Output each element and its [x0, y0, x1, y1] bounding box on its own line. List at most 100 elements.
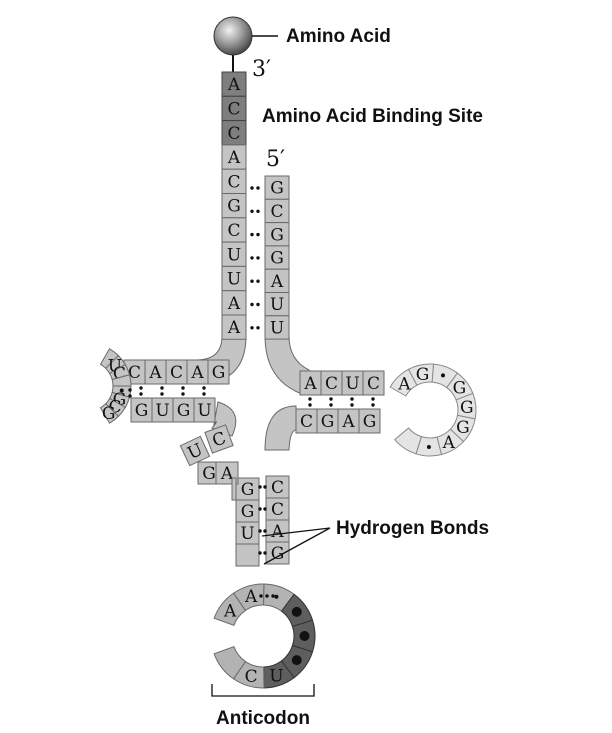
- hbond-dot: [350, 397, 354, 401]
- variable-region-base-letter: G: [202, 464, 216, 484]
- hbond-dot: [202, 386, 206, 390]
- variable-region-join: [231, 477, 237, 501]
- acceptor-3prime-base-letter: U: [227, 270, 241, 290]
- acceptor-5prime-base: C: [264, 198, 290, 224]
- t-arm-top-base-letter: U: [345, 374, 359, 394]
- hbond-dot: [329, 403, 333, 407]
- variable-region-base-letter: C: [210, 428, 229, 451]
- t-arm-bottom-base: C: [295, 408, 318, 434]
- anticodon-stem-right-base: C: [265, 475, 290, 499]
- d-arm-top-base-letter: G: [212, 363, 226, 383]
- hbond-dot: [250, 209, 254, 213]
- acceptor-5prime-base: G: [264, 175, 290, 200]
- amino-acid-group: Amino Acid: [213, 16, 391, 72]
- anticodon-stem-left-base: G: [235, 477, 260, 501]
- binding-site-label: Amino Acid Binding Site: [262, 106, 483, 127]
- hbond-dot: [271, 594, 275, 598]
- t-arm-top-base: C: [362, 370, 385, 396]
- d-arm-bottom-base: U: [193, 397, 216, 423]
- t-arm-bottom-base-letter: C: [300, 412, 313, 432]
- hbond-dot: [329, 397, 333, 401]
- hbond-dot: [256, 256, 260, 260]
- hydrogen-bond-dots: [128, 186, 375, 598]
- acceptor-3prime-base-letter: C: [227, 221, 240, 241]
- hbond-dot: [258, 507, 262, 511]
- variable-region-base: C: [204, 424, 234, 454]
- acceptor-5prime-base-letter: U: [270, 295, 284, 315]
- anticodon-stem-right-base: C: [265, 497, 290, 521]
- acceptor-3prime-base: C: [221, 95, 247, 122]
- t_loop-letter: G: [456, 418, 470, 438]
- anticodon-base-dot: [291, 606, 302, 617]
- hbond-dot: [202, 392, 206, 396]
- hbond-dot: [250, 232, 254, 237]
- anticodon-stem-left-base-letter: U: [240, 524, 254, 544]
- three-prime-label: 3′: [252, 57, 271, 82]
- t_loop-segment: A: [436, 428, 465, 456]
- acceptor-3prime-base-letter: A: [227, 75, 241, 95]
- hbond-dot: [259, 594, 263, 598]
- acceptor-5prime-base: G: [264, 222, 290, 247]
- hbond-dot: [256, 209, 260, 213]
- anticodon-stem-right-base-letter: A: [270, 522, 284, 542]
- hbond-dot: [250, 279, 254, 283]
- acceptor-3prime-base-letter: A: [227, 294, 241, 314]
- acceptor-3prime-base-letter: C: [227, 172, 240, 192]
- hbond-dot: [263, 551, 267, 555]
- t-arm-top-base-letter: C: [325, 374, 338, 394]
- d-arm-bottom-base-letter: G: [177, 401, 191, 421]
- acceptor-3prime-base: A: [221, 314, 247, 340]
- hbond-dot: [256, 326, 260, 330]
- t-arm-top-base: U: [341, 370, 364, 396]
- d-arm-top-base-letter: A: [190, 363, 204, 383]
- anticodon_loop-segment: [280, 593, 314, 628]
- hbond-dot: [139, 386, 143, 390]
- acceptor-3prime-base: C: [221, 120, 247, 146]
- hbond-dot: [265, 594, 269, 598]
- hbond-dot: [160, 392, 164, 396]
- d-arm-bottom-base: G: [172, 397, 195, 423]
- t_loop-segment: [431, 363, 459, 389]
- acceptor-5prime-base: U: [264, 315, 290, 340]
- anticodon-stem-left-base: G: [235, 499, 260, 523]
- hbond-dot: [263, 485, 267, 489]
- anticodon_loop-segment: A: [232, 583, 265, 612]
- acceptor-3prime-base: A: [221, 290, 247, 316]
- d-arm-top-base: A: [186, 359, 209, 385]
- d-arm-bottom-base-letter: U: [155, 401, 169, 421]
- d-arm-top-base: C: [165, 359, 188, 385]
- anticodon-stem-left-base-letter: G: [241, 502, 255, 522]
- acceptor-5prime-base-letter: C: [270, 202, 283, 222]
- anticodon_loop-letter: A: [244, 587, 258, 607]
- anticodon-stem-right-base: A: [265, 519, 290, 543]
- d-arm-top-base-letter: A: [148, 363, 162, 383]
- d-arm-top-base-letter: C: [170, 363, 183, 383]
- d-arm-bottom-base-letter: U: [197, 401, 211, 421]
- hbond-pointer-2: [263, 527, 331, 565]
- hbond-dot: [308, 403, 312, 407]
- acceptor-3prime-base: C: [221, 217, 247, 243]
- t_loop-segment: [394, 427, 423, 455]
- d_loop-dot: [119, 388, 124, 393]
- acceptor-5prime-base-letter: U: [270, 318, 284, 338]
- hbond-dot: [160, 386, 164, 390]
- t-arm-top-base: C: [320, 370, 343, 396]
- acceptor-3prime-base-letter: U: [227, 245, 241, 265]
- anticodon-base-dot: [291, 655, 302, 666]
- t-arm-bottom-base-letter: G: [321, 412, 335, 432]
- hydrogen-bonds-label: Hydrogen Bonds: [336, 518, 489, 539]
- hydrogen-bonds-callout: Hydrogen Bonds: [261, 518, 489, 565]
- anticodon_loop-letter: A: [223, 602, 237, 622]
- hbond-dot: [250, 326, 254, 330]
- hbond-dot: [263, 529, 267, 533]
- t_loop-letter: G: [460, 398, 474, 418]
- anticodon-stem-left-spacer: [235, 543, 260, 567]
- t-arm-top-base-letter: A: [303, 374, 317, 394]
- t_loop-dot: [440, 373, 445, 378]
- t-arm-bottom-base-letter: G: [363, 412, 377, 432]
- d-arm-bottom-base-letter: G: [135, 401, 149, 421]
- acceptor-5prime-base-letter: G: [270, 249, 284, 269]
- acceptor-3prime-base: G: [221, 193, 247, 219]
